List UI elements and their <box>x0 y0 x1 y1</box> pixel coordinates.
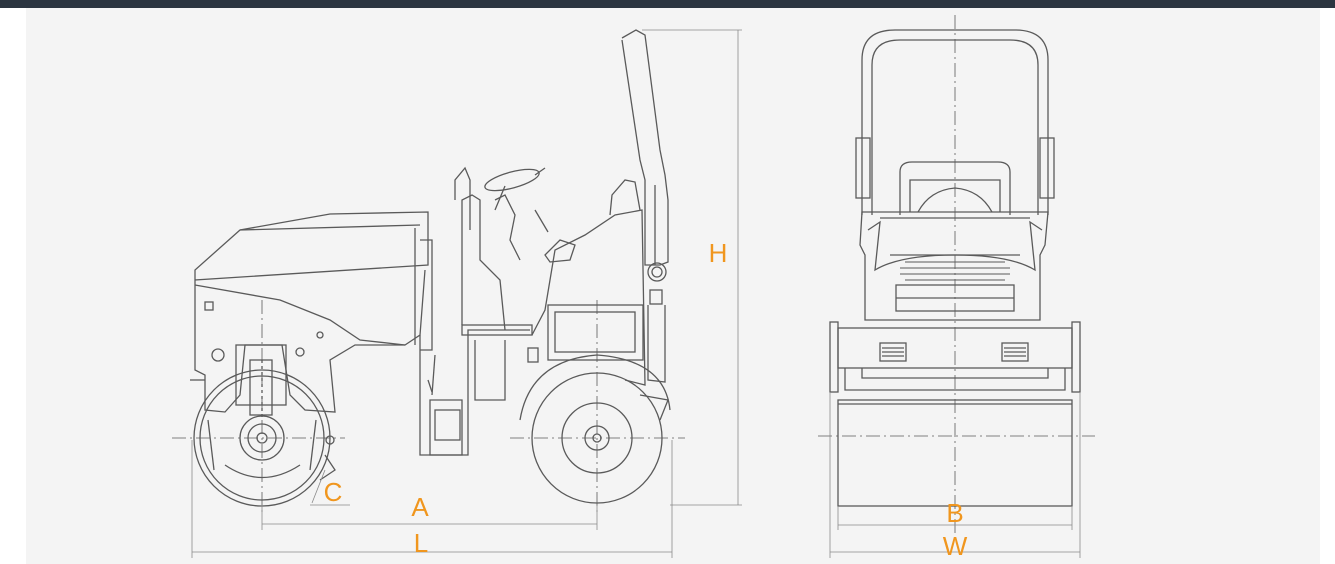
rops-bar-side <box>621 29 669 383</box>
grille-pattern <box>900 261 1010 281</box>
side-view <box>172 29 685 515</box>
diagram-panel <box>26 8 1320 564</box>
side-centerlines <box>172 300 685 515</box>
rops-frame-front <box>855 29 1055 215</box>
wheelbase-label: A <box>411 492 429 522</box>
steering-wheel <box>484 167 546 211</box>
overall-width-label: W <box>943 531 968 561</box>
header-bar <box>0 0 1335 8</box>
operator-seat <box>454 166 641 331</box>
front-body <box>859 211 1049 321</box>
side-details <box>319 354 436 481</box>
front-view <box>818 15 1095 540</box>
front-dimension-lines <box>829 392 1081 558</box>
dimension-labels: H C A L B W <box>324 238 968 561</box>
front-seat <box>899 161 1011 215</box>
rear-wheel <box>531 372 663 504</box>
rear-body <box>419 209 671 456</box>
overall-length-label: L <box>414 528 428 558</box>
height-label: H <box>709 238 728 268</box>
front-drum-face <box>837 399 1073 507</box>
engine-hood <box>194 211 433 351</box>
front-frame <box>190 269 426 420</box>
front-lower-frame <box>829 321 1081 393</box>
side-dimension-lines <box>191 29 742 558</box>
drum-width-label: B <box>946 498 963 528</box>
curb-clearance-label: C <box>324 477 343 507</box>
